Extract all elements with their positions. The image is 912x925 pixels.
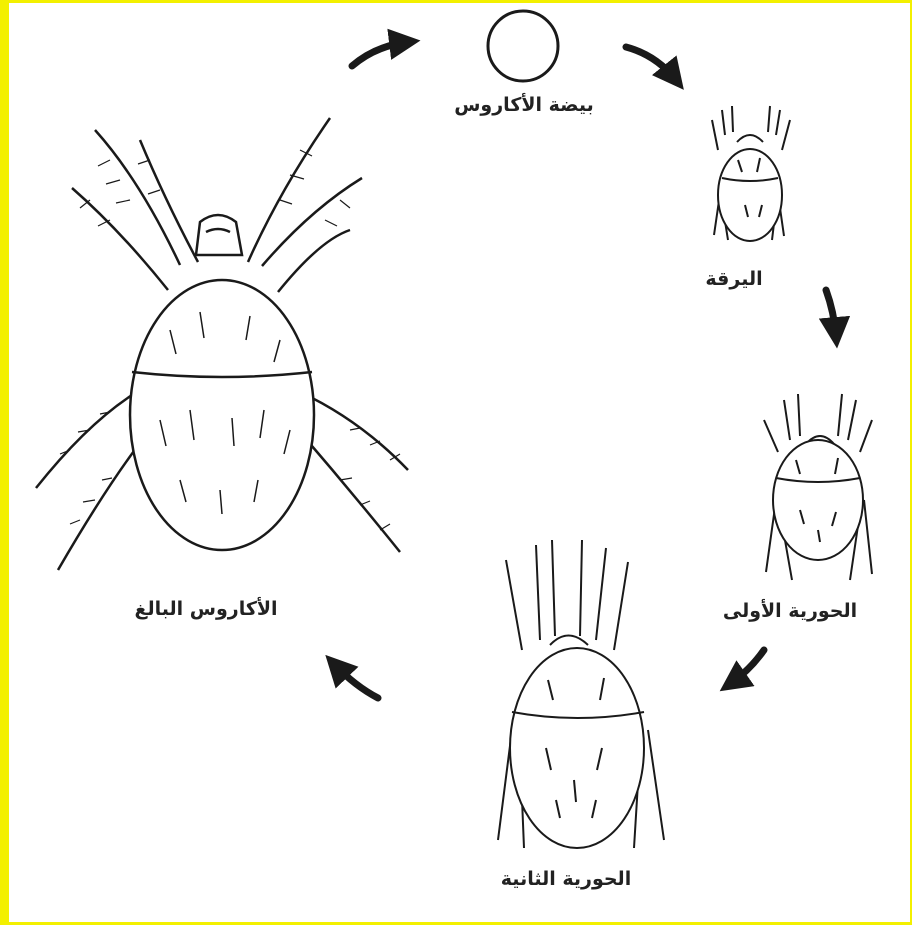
larva-label: اليرقة <box>705 268 762 290</box>
larva-illustration <box>712 106 790 241</box>
arrow-larva-to-nymph1 <box>826 290 836 336</box>
nymph2-illustration <box>498 540 664 848</box>
adult-illustration <box>36 118 408 570</box>
arrow-egg-to-larva <box>626 47 676 80</box>
nymph1-label: الحورية الأولى <box>723 600 857 622</box>
nymph1-illustration <box>764 394 872 580</box>
adult-label: الأكاروس البالغ <box>134 598 277 620</box>
egg-label: بيضة الأكاروس <box>454 94 594 116</box>
arrow-nymph2-to-adult <box>334 664 378 698</box>
nymph2-label: الحورية الثانية <box>501 868 631 890</box>
egg-illustration <box>488 11 558 81</box>
arrow-adult-to-egg <box>352 42 408 66</box>
arrow-nymph1-to-nymph2 <box>730 650 764 684</box>
